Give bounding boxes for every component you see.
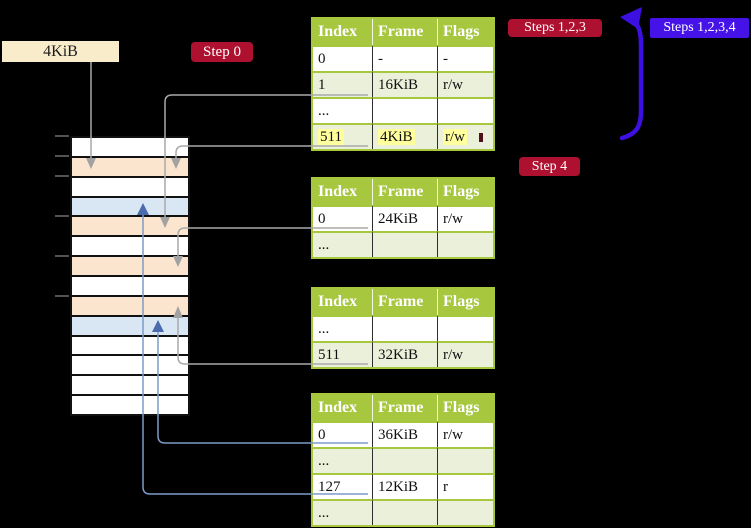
column-header-frame: Frame: [373, 19, 438, 45]
steps1234-badge: Steps 1,2,3,4: [650, 18, 749, 38]
table-cell: [438, 315, 493, 341]
table-cell: [373, 231, 438, 257]
arrow-left-icon: [620, 7, 642, 29]
highlighted-value: r/w: [443, 128, 467, 145]
table-cell: [438, 499, 493, 525]
table-cell: ...: [313, 499, 373, 525]
table-cell: 32KiB: [373, 341, 438, 367]
memory-frame-row-white: [72, 394, 188, 415]
steps-loop-arrow: [619, 7, 644, 141]
table-cell: 16KiB: [373, 71, 438, 97]
table-cell: 511: [313, 123, 373, 149]
steps123-text: Steps 1,2,3: [524, 20, 586, 35]
table-cell: ...: [313, 231, 373, 257]
frame-size-text: 4KiB: [43, 42, 78, 60]
column-header-flags: Flags: [438, 289, 493, 315]
memory-frame-row-white: [72, 235, 188, 256]
table-cell: ...: [313, 447, 373, 473]
table-cell: 1: [313, 71, 373, 97]
table-cell: -: [373, 45, 438, 71]
step0-text: Step 0: [203, 43, 241, 60]
highlighted-value: 511: [318, 128, 344, 145]
table-cell: 0: [313, 45, 373, 71]
memory-frame-row-peach: [72, 294, 188, 315]
table-cell: 4KiB: [373, 123, 438, 149]
table-row: ...: [313, 315, 493, 341]
memory-frame-row-peach: [72, 155, 188, 176]
table-cell: [373, 447, 438, 473]
table-row: 0--: [313, 45, 493, 71]
memory-frame-row-white: [72, 374, 188, 395]
table-cell: 127: [313, 473, 373, 499]
table-row: ...: [313, 231, 493, 257]
column-header-index: Index: [313, 395, 373, 421]
table-cell: r/w: [438, 421, 493, 447]
column-header-index: Index: [313, 179, 373, 205]
column-header-flags: Flags: [438, 179, 493, 205]
table-cell: 36KiB: [373, 421, 438, 447]
memory-frame-row-white: [72, 138, 188, 156]
memory-frame-row-blue: [72, 314, 188, 335]
step0-badge: Step 0: [191, 42, 253, 62]
memory-frame-row-peach: [72, 255, 188, 276]
table-cell: [438, 97, 493, 123]
table-cell: -: [438, 45, 493, 71]
table-cell: 511: [313, 341, 373, 367]
table-cell: ...: [313, 315, 373, 341]
table-cell: r/w: [438, 341, 493, 367]
memory-tick-marks: [55, 135, 69, 297]
column-header-frame: Frame: [373, 395, 438, 421]
table-cell: ...: [313, 97, 373, 123]
table-cell: 24KiB: [373, 205, 438, 231]
memory-frame-row-blue: [72, 195, 188, 216]
table-row: ...: [313, 97, 493, 123]
column-header-index: Index: [313, 19, 373, 45]
table-cell: [438, 231, 493, 257]
table-cell: [373, 97, 438, 123]
memory-frame-row-peach: [72, 215, 188, 236]
highlighted-value: 4KiB: [378, 128, 415, 145]
table-cell: 0: [313, 421, 373, 447]
table-cell: r/w: [438, 123, 493, 149]
memory-frame-row-white: [72, 175, 188, 196]
column-header-frame: Frame: [373, 179, 438, 205]
table-cell: [438, 447, 493, 473]
table-cell: 12KiB: [373, 473, 438, 499]
table-row: 511 4KiB r/w: [313, 123, 493, 149]
column-header-frame: Frame: [373, 289, 438, 315]
memory-frame-row-white: [72, 334, 188, 355]
column-header-flags: Flags: [438, 19, 493, 45]
table-cell: r/w: [438, 205, 493, 231]
step4-badge: Step 4: [519, 157, 580, 176]
steps1234-text: Steps 1,2,3,4: [663, 20, 736, 35]
table-cell: r/w: [438, 71, 493, 97]
table-cell: [373, 315, 438, 341]
table-row: ...: [313, 447, 493, 473]
frame-size-label: 4KiB: [2, 41, 119, 62]
column-header-flags: Flags: [438, 395, 493, 421]
table-row: ...: [313, 499, 493, 525]
table-cell: 0: [313, 205, 373, 231]
table-cell: [373, 499, 438, 525]
steps123-badge: Steps 1,2,3: [508, 19, 602, 37]
memory-frame-row-white: [72, 354, 188, 375]
step4-text: Step 4: [531, 158, 568, 174]
physical-memory-column: [70, 136, 190, 416]
table-cell: r: [438, 473, 493, 499]
memory-frame-row-white: [72, 275, 188, 295]
column-header-index: Index: [313, 289, 373, 315]
